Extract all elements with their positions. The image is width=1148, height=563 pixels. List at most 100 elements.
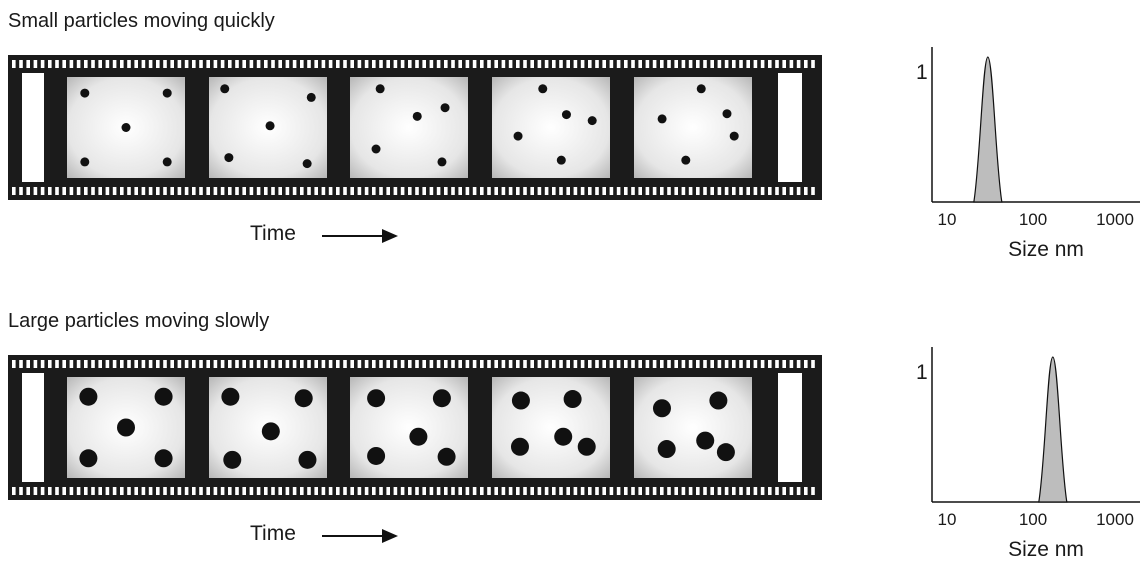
- sprocket-hole: [480, 360, 484, 368]
- sprocket-hole: [682, 60, 686, 68]
- y-axis-label: 1: [916, 361, 928, 384]
- particle: [437, 157, 446, 166]
- sprocket-hole: [350, 187, 354, 195]
- sprocket-hole: [451, 487, 455, 495]
- sprocket-hole: [516, 360, 520, 368]
- sprocket-hole: [26, 360, 30, 368]
- sprocket-hole: [775, 487, 779, 495]
- sprocket-hole: [674, 60, 678, 68]
- sprocket-hole: [250, 360, 254, 368]
- sprocket-hole: [77, 187, 81, 195]
- sprocket-hole: [329, 360, 333, 368]
- sprocket-hole: [494, 360, 498, 368]
- sprocket-hole: [552, 60, 556, 68]
- sprocket-hole: [782, 360, 786, 368]
- sprocket-hole: [559, 360, 563, 368]
- film-frame: [492, 377, 610, 478]
- sprocket-hole: [703, 487, 707, 495]
- sprocket-hole: [718, 360, 722, 368]
- sprocket-hole: [199, 487, 203, 495]
- sprocket-hole: [41, 187, 45, 195]
- sprocket-hole: [631, 360, 635, 368]
- sprocket-hole: [329, 487, 333, 495]
- sprocket-hole: [480, 187, 484, 195]
- sprocket-hole: [307, 360, 311, 368]
- sprocket-hole: [192, 60, 196, 68]
- sprocket-hole: [689, 187, 693, 195]
- sprocket-hole: [768, 60, 772, 68]
- particle: [722, 109, 731, 118]
- sprocket-hole: [336, 187, 340, 195]
- sprocket-hole: [372, 487, 376, 495]
- sprocket-hole: [422, 60, 426, 68]
- sprocket-hole: [703, 360, 707, 368]
- y-axis-label: 1: [916, 61, 928, 84]
- sprocket-hole: [322, 487, 326, 495]
- particle: [681, 156, 690, 165]
- sprocket-hole: [264, 187, 268, 195]
- sprocket-hole: [437, 187, 441, 195]
- film-edge-gap: [778, 373, 802, 482]
- particle: [511, 438, 529, 456]
- sprocket-hole: [221, 487, 225, 495]
- sprocket-hole: [710, 187, 714, 195]
- sprocket-hole: [696, 360, 700, 368]
- particle: [653, 399, 671, 417]
- particle: [79, 449, 97, 467]
- sprocket-hole: [473, 360, 477, 368]
- particle: [266, 121, 275, 130]
- particle: [730, 132, 739, 141]
- sprocket-hole: [581, 360, 585, 368]
- particle: [413, 112, 422, 121]
- sprocket-hole: [797, 187, 801, 195]
- sprocket-hole: [278, 487, 282, 495]
- sprocket-hole: [178, 60, 182, 68]
- sprocket-hole: [307, 60, 311, 68]
- sprocket-hole: [34, 360, 38, 368]
- film-frame: [634, 377, 752, 478]
- sprocket-hole: [545, 187, 549, 195]
- sprocket-hole: [235, 360, 239, 368]
- sprocket-hole: [242, 487, 246, 495]
- sprocket-hole: [660, 60, 664, 68]
- sprocket-hole: [653, 487, 657, 495]
- sprocket-hole: [127, 487, 131, 495]
- sprocket-hole: [667, 60, 671, 68]
- sprocket-hole: [26, 187, 30, 195]
- sprocket-hole: [300, 487, 304, 495]
- sprocket-hole: [34, 187, 38, 195]
- sprocket-hole: [206, 360, 210, 368]
- sprocket-hole: [466, 487, 470, 495]
- particle: [538, 84, 547, 93]
- sprocket-hole: [718, 60, 722, 68]
- sprocket-hole: [48, 187, 52, 195]
- sprocket-hole: [559, 487, 563, 495]
- sprocket-hole: [19, 187, 23, 195]
- particle: [658, 440, 676, 458]
- sprocket-hole: [372, 187, 376, 195]
- particle: [433, 389, 451, 407]
- sprocket-hole: [134, 60, 138, 68]
- sprocket-hole: [264, 60, 268, 68]
- sprocket-hole: [696, 60, 700, 68]
- sprocket-hole: [617, 487, 621, 495]
- sprocket-hole: [617, 360, 621, 368]
- sprocket-hole: [372, 360, 376, 368]
- sprocket-hole: [538, 60, 542, 68]
- x-axis-title: Size nm: [1008, 538, 1084, 561]
- sprocket-hole: [386, 360, 390, 368]
- sprocket-hole: [228, 487, 232, 495]
- sprocket-hole: [480, 60, 484, 68]
- sprocket-hole: [674, 187, 678, 195]
- sprocket-hole: [574, 60, 578, 68]
- sprocket-hole: [595, 360, 599, 368]
- sprocket-hole: [163, 487, 167, 495]
- sprocket-hole: [602, 60, 606, 68]
- sprocket-hole: [156, 187, 160, 195]
- sprocket-hole: [55, 360, 59, 368]
- sprocket-hole: [19, 60, 23, 68]
- sprocket-hole: [682, 187, 686, 195]
- sprocket-hole: [646, 487, 650, 495]
- sprocket-hole: [408, 487, 412, 495]
